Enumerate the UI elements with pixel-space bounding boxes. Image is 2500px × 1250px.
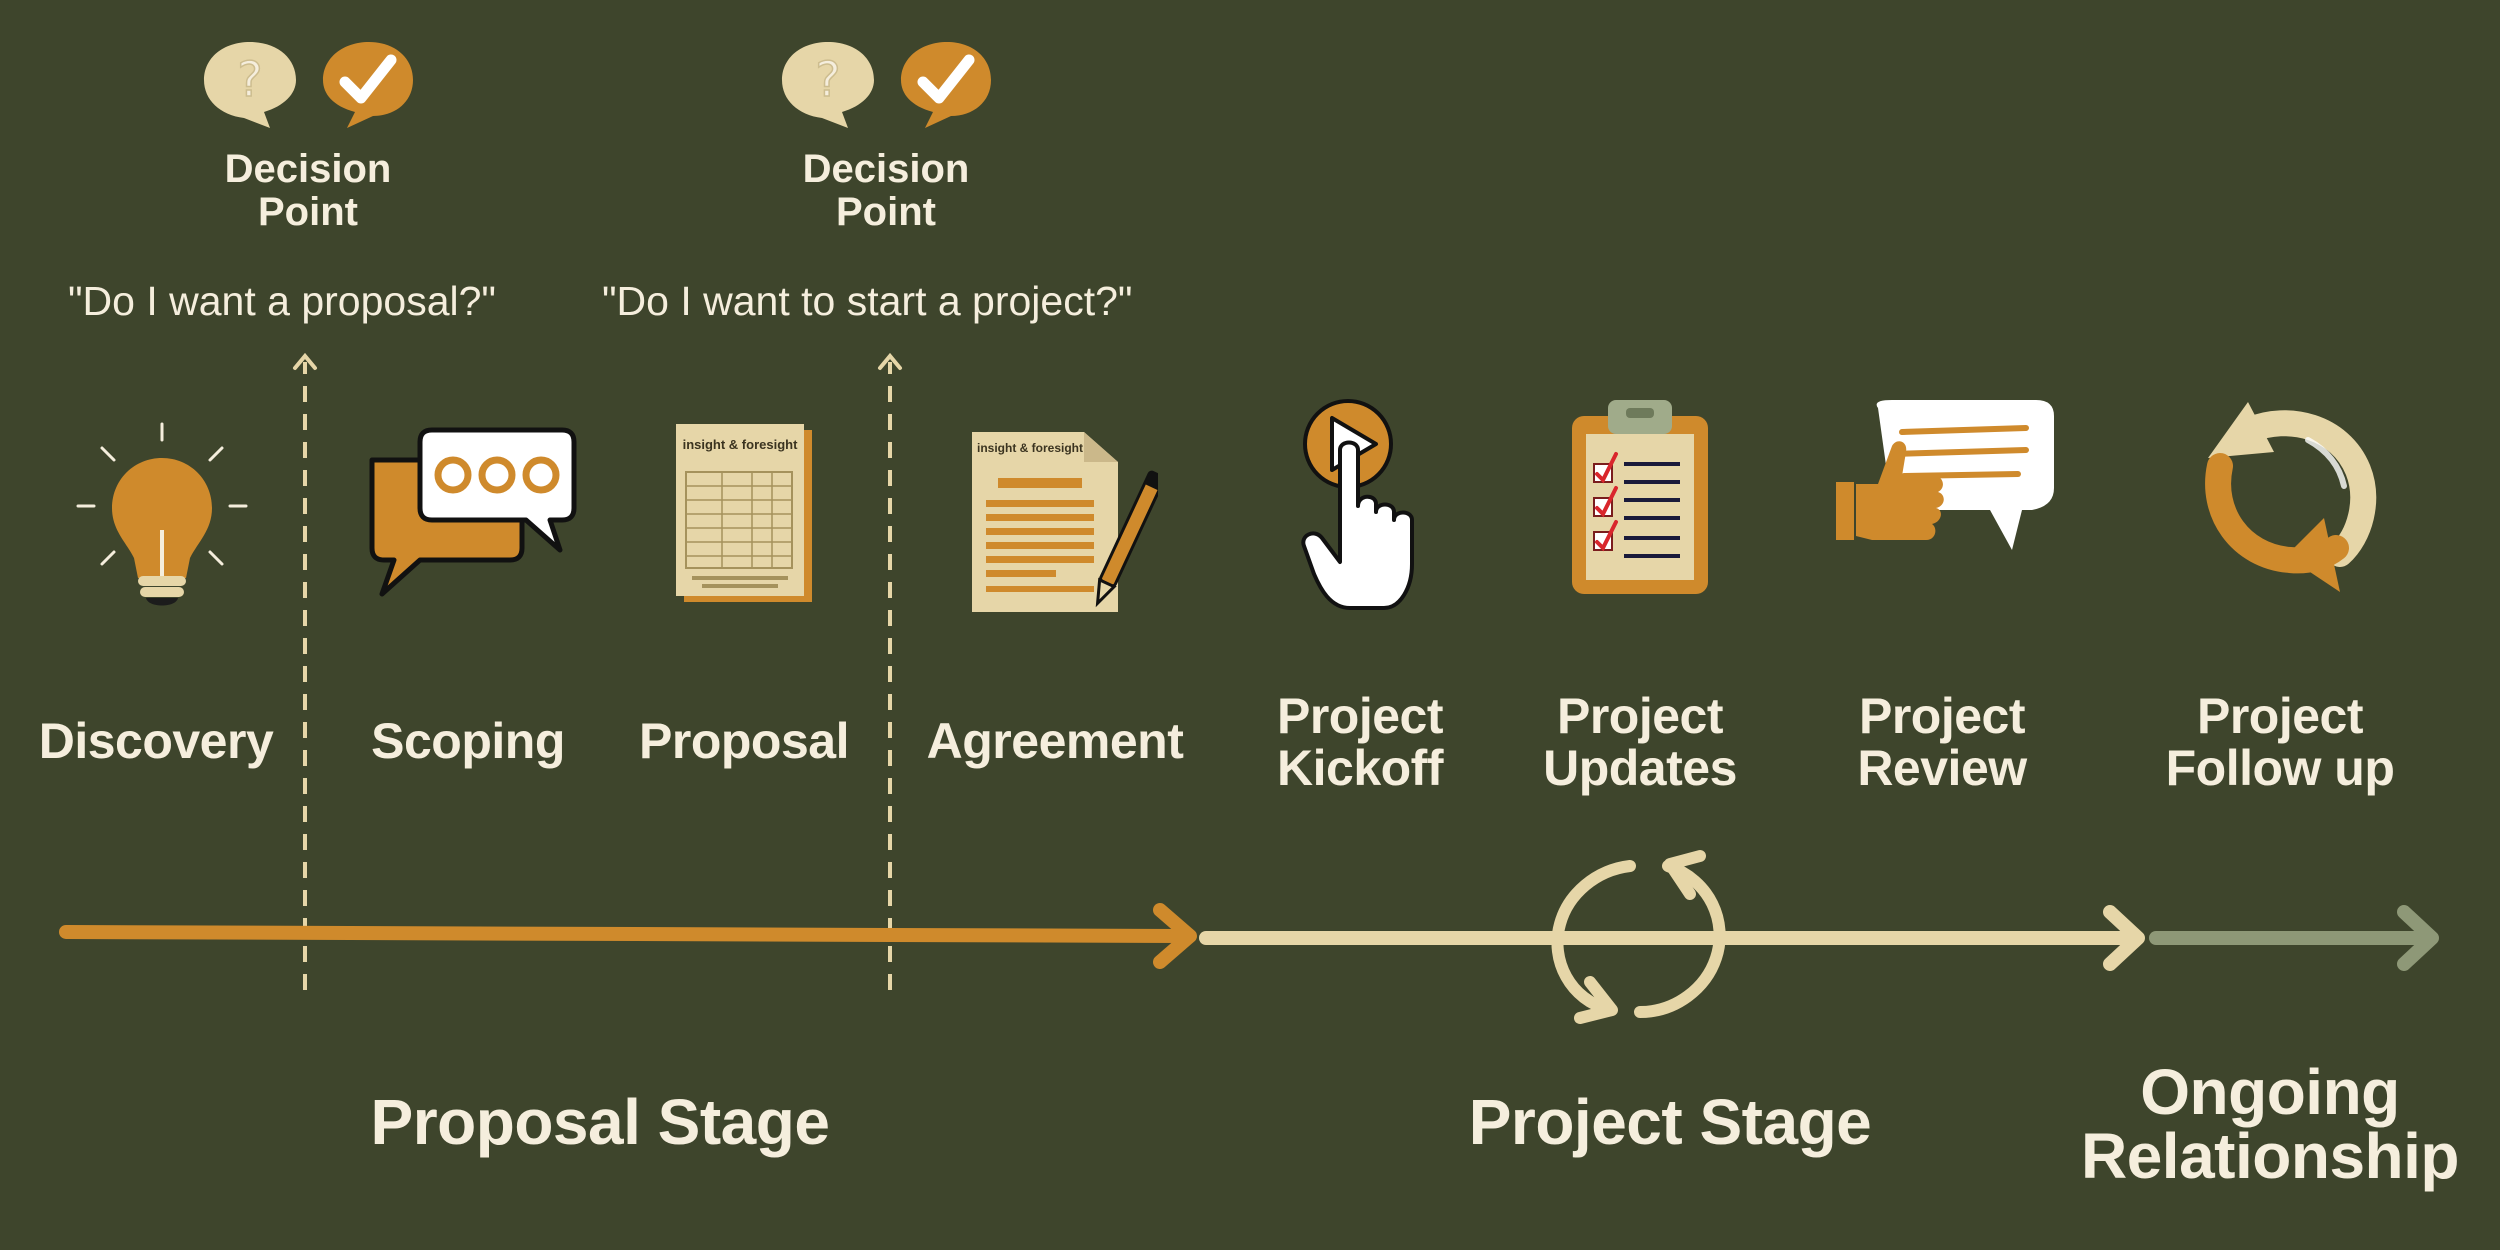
step-label-review: Project Review [1857, 688, 2027, 796]
proposal-document-icon [672, 420, 822, 610]
proposal-stage-arrow [59, 903, 1197, 969]
thumbs-up-feedback-icon [1832, 398, 2062, 558]
svg-text:?: ? [815, 52, 840, 108]
play-click-icon [1300, 398, 1420, 613]
step-label-proposal: Proposal [639, 713, 849, 769]
timeline [59, 850, 2439, 1024]
decision-line-2 [878, 352, 902, 990]
step-label-updates: Project Updates [1543, 688, 1737, 796]
ongoing-relationship-arrow [2149, 905, 2439, 971]
decision-question: "Do I want to start a project?" [602, 278, 1133, 324]
lightbulb-icon [72, 418, 252, 618]
cycle-arrows-icon [1551, 850, 1726, 1024]
document-brand-text: insight & foresight [977, 441, 1083, 455]
project-stage-arrow [1199, 905, 2145, 971]
signed-agreement-icon [968, 428, 1158, 618]
step-label-kickoff: Project Kickoff [1276, 688, 1444, 796]
speech-bubbles-icon [362, 422, 582, 602]
decision-point-title: Decision Point [802, 147, 970, 234]
document-brand-text: insight & foresight [682, 437, 798, 452]
step-label-scoping: Scoping [371, 713, 565, 769]
question-bubble-icon: ? [778, 38, 878, 130]
step-label-agreement: Agreement [926, 713, 1184, 769]
stage-label-proposal: Proposal Stage [370, 1086, 830, 1158]
decision-question: "Do I want a proposal?" [68, 278, 496, 324]
check-bubble-icon [317, 38, 417, 130]
recycle-arrows-icon [2190, 396, 2380, 596]
decision-line-1 [293, 352, 317, 990]
decision-point-title: Decision Point [224, 147, 392, 234]
clipboard-checklist-icon [1570, 398, 1710, 598]
check-bubble-icon [895, 38, 995, 130]
step-label-follow-up: Project Follow up [2165, 688, 2395, 796]
question-bubble-icon: ? [200, 38, 300, 130]
svg-text:?: ? [237, 52, 262, 108]
stage-label-ongoing: Ongoing Relationship [2080, 1056, 2460, 1192]
step-label-discovery: Discovery [38, 713, 274, 769]
stage-label-project: Project Stage [1468, 1086, 1872, 1158]
